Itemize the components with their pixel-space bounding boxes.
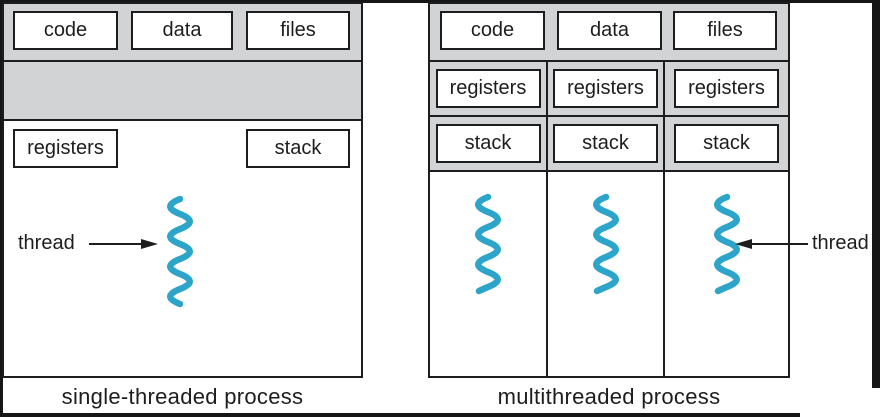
thread-squiggle-icon xyxy=(475,193,501,295)
thread-squiggle-icon xyxy=(167,195,193,308)
frame-right-border xyxy=(872,0,880,388)
registers-stack-band: registers stack xyxy=(4,62,361,168)
registers-cell: registers xyxy=(548,62,663,117)
thread-area xyxy=(548,172,663,376)
thread-label: thread xyxy=(18,232,75,254)
multithreaded-process-panel: code data files registers stack xyxy=(428,2,790,378)
thread-label: thread xyxy=(812,232,869,254)
frame-top-border xyxy=(0,0,880,3)
stack-box: stack xyxy=(674,124,779,163)
thread-arrow xyxy=(735,239,808,249)
single-threaded-caption: single-threaded process xyxy=(61,384,304,409)
files-box: files xyxy=(673,11,777,50)
code-box: code xyxy=(13,11,118,50)
single-threaded-process-panel: code data files registers stack xyxy=(2,2,363,378)
thread-column: registers stack xyxy=(430,62,548,376)
thread-area xyxy=(430,172,546,376)
files-box: files xyxy=(246,11,350,50)
registers-box: registers xyxy=(553,69,658,108)
thread-column: registers stack xyxy=(665,62,788,376)
registers-cell: registers xyxy=(430,62,546,117)
memory-band: code data files xyxy=(4,4,361,62)
registers-box: registers xyxy=(435,69,541,108)
data-box: data xyxy=(131,11,233,50)
stack-box: stack xyxy=(553,124,658,163)
frame-bottom-border xyxy=(0,413,800,417)
stack-cell: stack xyxy=(665,117,788,172)
stack-cell: stack xyxy=(430,117,546,172)
multithreaded-caption: multithreaded process xyxy=(497,384,721,409)
thread-area xyxy=(665,172,788,376)
stack-cell: stack xyxy=(548,117,663,172)
memory-band: code data files xyxy=(430,4,788,62)
registers-box: registers xyxy=(674,69,779,108)
data-box: data xyxy=(557,11,662,50)
thread-squiggle-icon xyxy=(713,193,740,295)
frame-left-border xyxy=(0,0,3,417)
thread-squiggle-icon xyxy=(592,193,619,295)
stack-box: stack xyxy=(246,129,350,168)
thread-column: registers stack xyxy=(548,62,665,376)
registers-cell: registers xyxy=(665,62,788,117)
registers-box: registers xyxy=(13,129,118,168)
thread-arrow xyxy=(89,239,158,249)
stack-box: stack xyxy=(435,124,541,163)
code-box: code xyxy=(440,11,545,50)
thread-columns: registers stack registers stack xyxy=(430,62,788,376)
